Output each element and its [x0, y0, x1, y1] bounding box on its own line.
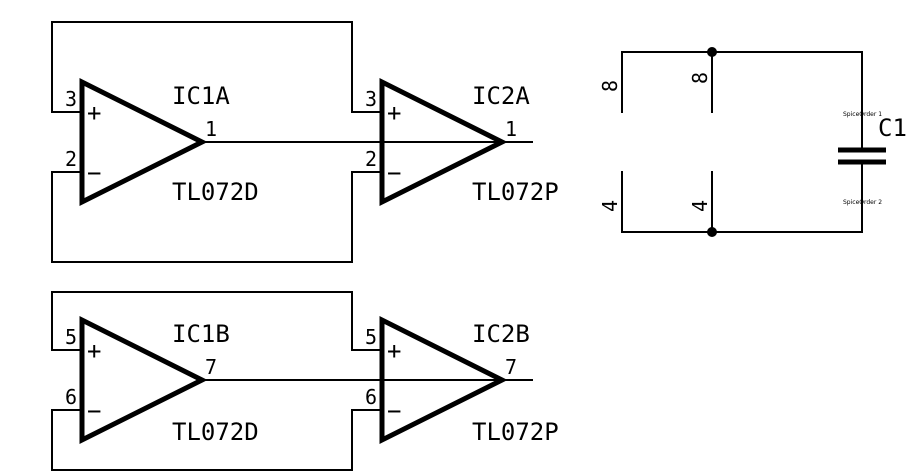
opamp-ic1b-body — [79, 315, 208, 445]
wire-ic1a-plus-loop — [51, 21, 383, 113]
ic2a-pin-minus: 2 — [365, 147, 377, 171]
capacitor-pin2-label: SpiceOrder 2 — [843, 199, 882, 206]
wire-ic1b-minus-loop — [51, 409, 383, 471]
capacitor-c1[interactable]: C1 SpiceOrder 1 SpiceOrder 2 — [838, 111, 907, 206]
junction-dot-top — [707, 47, 717, 57]
ic1a-sign-plus: + — [87, 99, 101, 127]
ic1a-ref-label: IC1A — [172, 82, 230, 110]
junction-dot-bottom — [707, 227, 717, 237]
ic1b-part-label: TL072D — [172, 418, 259, 446]
stage-top: 3 2 1 + − IC1A TL072D 3 2 1 + − IC2A TL0… — [51, 21, 559, 263]
ic2a-sign-plus: + — [387, 99, 401, 127]
ic1a-pin-plus: 3 — [65, 87, 77, 111]
ic2a-sign-minus: − — [387, 159, 401, 187]
capacitor-ref-label: C1 — [878, 114, 907, 142]
power-section: 8 8 4 4 C1 SpiceOrder 1 SpiceOrder 2 — [598, 47, 907, 237]
power-unit2-pin-bottom: 4 — [688, 200, 712, 212]
wire-ic1a-minus-loop — [51, 171, 383, 263]
opamp-ic1b[interactable]: 5 6 7 + − IC1B TL072D — [65, 315, 259, 446]
power-unit1-pin-top: 8 — [598, 80, 622, 92]
wire-power-bottom-rail — [621, 171, 863, 233]
opamp-ic2b[interactable]: 5 6 7 + − IC2B TL072P — [365, 315, 559, 446]
power-unit2-pin-top: 8 — [688, 72, 712, 84]
ic1b-sign-minus: − — [87, 397, 101, 425]
ic1a-pin-minus: 2 — [65, 147, 77, 171]
ic2b-sign-plus: + — [387, 337, 401, 365]
opamp-ic1a[interactable]: 3 2 1 + − IC1A TL072D — [65, 77, 259, 207]
ic2a-pin-out: 1 — [505, 117, 517, 141]
ic1a-sign-minus: − — [87, 159, 101, 187]
ic2b-sign-minus: − — [387, 397, 401, 425]
stage-bottom: 5 6 7 + − IC1B TL072D 5 6 7 + − IC2B TL0… — [51, 291, 559, 471]
ic2b-part-label: TL072P — [472, 418, 559, 446]
ic2a-pin-plus: 3 — [365, 87, 377, 111]
ic1b-ref-label: IC1B — [172, 320, 230, 348]
ic1b-pin-minus: 6 — [65, 385, 77, 409]
ic2b-pin-plus: 5 — [365, 325, 377, 349]
opamp-ic2a-body — [379, 77, 508, 207]
ic2b-pin-minus: 6 — [365, 385, 377, 409]
ic1a-pin-out: 1 — [205, 117, 217, 141]
ic2a-part-label: TL072P — [472, 178, 559, 206]
ic2b-ref-label: IC2B — [472, 320, 530, 348]
wire-ic1b-plus-loop — [51, 291, 383, 351]
wire-power-top-rail — [621, 51, 863, 133]
opamp-ic1a-body — [79, 77, 208, 207]
capacitor-pin1-label: SpiceOrder 1 — [843, 111, 882, 118]
power-unit1-pin-bottom: 4 — [598, 200, 622, 212]
opamp-ic2b-body — [379, 315, 508, 445]
ic1b-sign-plus: + — [87, 337, 101, 365]
ic1b-pin-out: 7 — [205, 355, 217, 379]
ic1a-part-label: TL072D — [172, 178, 259, 206]
ic2a-ref-label: IC2A — [472, 82, 530, 110]
ic1b-pin-plus: 5 — [65, 325, 77, 349]
ic2b-pin-out: 7 — [505, 355, 517, 379]
opamp-ic2a[interactable]: 3 2 1 + − IC2A TL072P — [365, 77, 559, 207]
